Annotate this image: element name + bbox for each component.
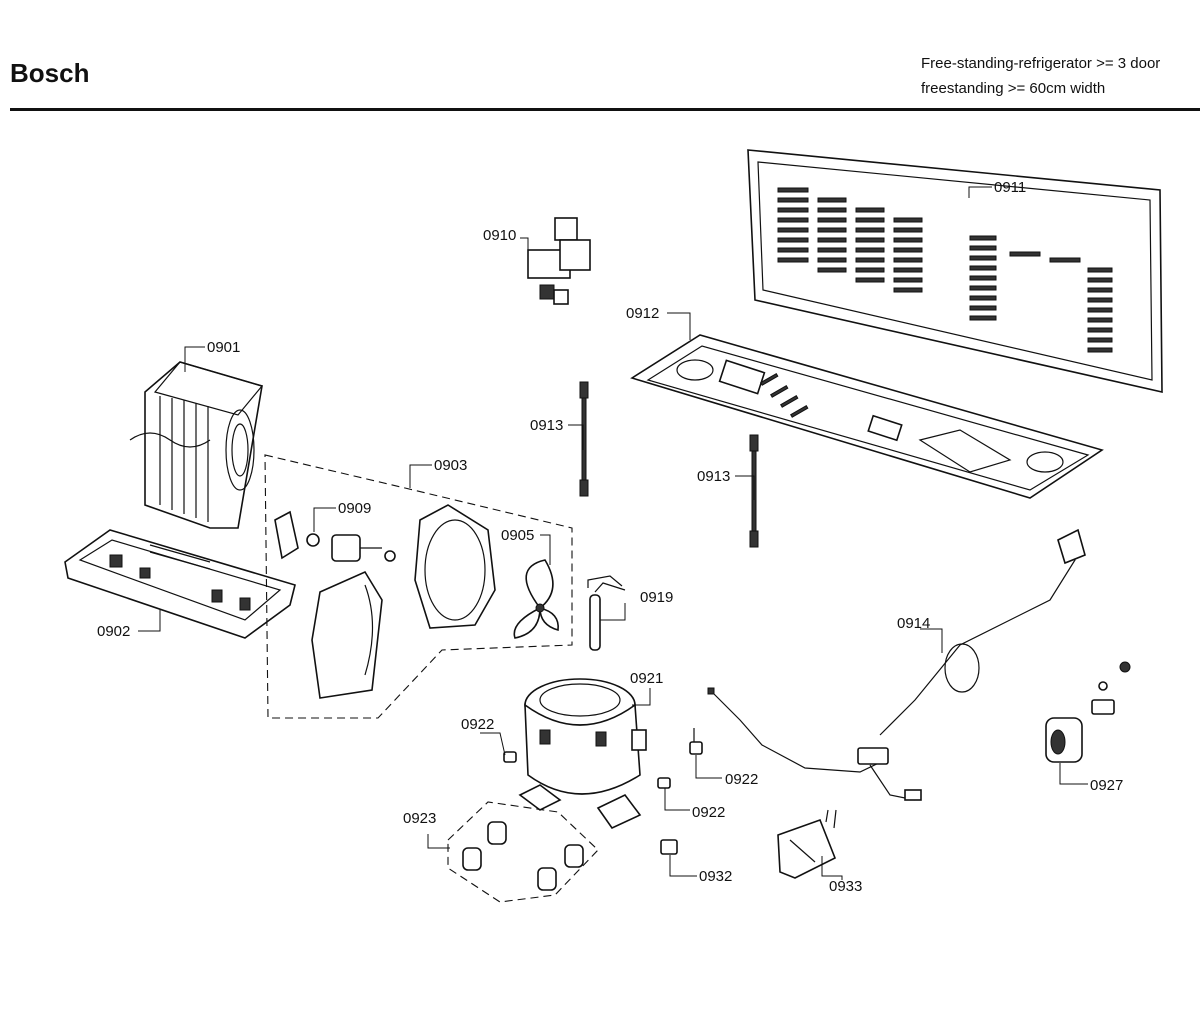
part-0903-fan-shroud[interactable]	[311, 504, 496, 699]
part-0932-holder[interactable]	[660, 839, 678, 855]
label-0905[interactable]: 0905	[501, 527, 534, 544]
part-0911-back-cover[interactable]	[747, 149, 1163, 394]
model-description-line2: freestanding >= 60cm width	[921, 80, 1106, 97]
part-0923-rubber-feet[interactable]	[462, 821, 584, 891]
part-0912-base-plate[interactable]	[630, 334, 1104, 499]
part-0905-fan-blade[interactable]	[513, 559, 559, 639]
label-0901[interactable]: 0901	[207, 339, 240, 356]
label-0912[interactable]: 0912	[626, 305, 659, 322]
group-0903-boundary	[264, 454, 573, 719]
label-0927[interactable]: 0927	[1090, 777, 1123, 794]
header-divider	[10, 108, 1200, 111]
label-0909[interactable]: 0909	[338, 500, 371, 517]
group-0923-boundary	[447, 801, 599, 903]
label-0922-b[interactable]: 0922	[725, 771, 758, 788]
part-0910-solenoid-valve[interactable]	[527, 217, 591, 305]
part-0933-starter-relay[interactable]	[777, 809, 837, 879]
label-0913-b[interactable]: 0913	[697, 468, 730, 485]
label-0922-c[interactable]: 0922	[692, 804, 725, 821]
part-0921-compressor[interactable]	[518, 678, 647, 830]
part-0922-clip-a[interactable]	[503, 751, 517, 763]
label-0914[interactable]: 0914	[897, 615, 930, 632]
label-0919[interactable]: 0919	[640, 589, 673, 606]
label-0913-a[interactable]: 0913	[530, 417, 563, 434]
label-0922-a[interactable]: 0922	[461, 716, 494, 733]
part-0913-hose-a[interactable]	[579, 381, 589, 497]
part-0922-clip-c[interactable]	[657, 777, 671, 789]
part-0901-condenser-coil[interactable]	[129, 361, 264, 529]
part-0914-power-cord[interactable]	[707, 528, 1086, 801]
label-0911[interactable]: 0911	[994, 179, 1026, 196]
part-0902-drip-tray[interactable]	[64, 529, 296, 639]
part-0919-capillary-tube[interactable]	[587, 575, 626, 651]
model-description: Free-standing-refrigerator >= 3 door fre…	[921, 51, 1160, 101]
label-0933[interactable]: 0933	[829, 878, 862, 895]
label-0910[interactable]: 0910	[483, 227, 516, 244]
part-0922-clip-b[interactable]	[689, 728, 703, 755]
label-0902[interactable]: 0902	[97, 623, 130, 640]
label-0903[interactable]: 0903	[434, 457, 467, 474]
brand-title: Bosch	[10, 58, 90, 88]
label-0923[interactable]: 0923	[403, 810, 436, 827]
part-0927-lamp-holder[interactable]	[1045, 661, 1131, 763]
label-0932[interactable]: 0932	[699, 868, 732, 885]
model-description-line1: Free-standing-refrigerator >= 3 door	[921, 55, 1161, 72]
label-0921[interactable]: 0921	[630, 670, 663, 687]
part-0909-fan-motor[interactable]	[274, 510, 396, 562]
